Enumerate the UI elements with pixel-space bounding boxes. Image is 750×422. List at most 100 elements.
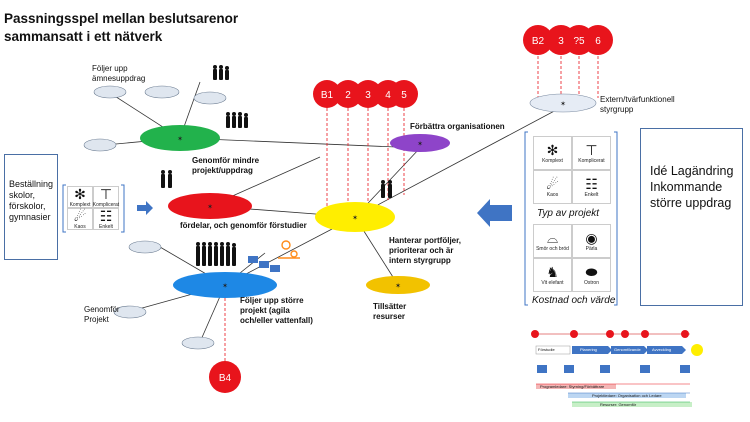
extern-styrgrupp-node [529, 93, 597, 113]
satellite-node [83, 138, 117, 152]
diagram-title: Passningsspel mellan beslutsarenor samma… [4, 11, 239, 44]
hierarchy-icon: ⊤ [585, 142, 598, 158]
bubble-label: B1 [321, 90, 334, 101]
people-group-icon [381, 180, 392, 198]
people-group-icons [161, 65, 392, 266]
order-text: Beställning skolor, förskolor, gymnasier [9, 179, 54, 222]
label-foljer-upp-amnesuppdrag: Följer upp ämnesuppdrag [92, 64, 146, 83]
purple-node [390, 134, 450, 152]
decision-bubble-b4 [209, 361, 241, 393]
node-markers: ✶✶✶ ✶✶✶ ✶ [177, 100, 566, 290]
label-genomfor-mindre: Genomför mindre projekt/uppdrag [192, 156, 260, 175]
meteor-icon: ☄ [546, 176, 559, 192]
role-bar-label: Programledare: Styrning/Förbättrare [540, 384, 605, 389]
svg-text:✶: ✶ [352, 214, 358, 222]
connector-line [179, 137, 421, 149]
svg-text:✶: ✶ [177, 135, 183, 143]
bubble-label: B4 [219, 373, 232, 384]
bracket-marks [62, 131, 618, 306]
svg-text:✶: ✶ [417, 140, 423, 148]
label-extern-styrgrupp: Extern/tvärfunktionell styrgrupp [600, 95, 675, 114]
complex-cell: ✻Komplext [533, 136, 572, 170]
satellite-node [144, 85, 180, 99]
cloche-icon: ⌓ [546, 230, 559, 246]
complex-cell: ✻Komplext [67, 186, 93, 208]
cell-label: Smör och bröd [536, 246, 569, 252]
oyster-icon: ⬬ [585, 264, 598, 280]
bubble-label: 2 [345, 90, 351, 101]
people-group-icon [196, 242, 236, 266]
pearl-cell: ◉Pärla [572, 224, 611, 258]
satellite-node [128, 240, 162, 254]
oyster-cell: ⬬Ostron [572, 258, 611, 292]
decision-bubbles-center: B1 2 3 4 5 [313, 80, 418, 108]
complicated-cell: ⊤Komplicerat [93, 186, 119, 208]
cell-label: Vit elefant [541, 280, 564, 286]
typ-av-projekt-heading: Typ av projekt [537, 208, 600, 219]
cell-label: Kaos [74, 224, 86, 230]
label-fordelar: fördelar, och genomför förstudier [180, 221, 307, 230]
bubble-label: ?5 [573, 36, 585, 47]
complicated-cell: ⊤Komplicerat [572, 136, 611, 170]
chaos-cell: ☄Kaos [533, 170, 572, 204]
chaos-cell: ☄Kaos [67, 208, 93, 230]
bubble-label: 3 [558, 36, 564, 47]
checklist-icon: ☷ [99, 208, 113, 224]
label-foljer-upp-storre: Följer upp större projekt (agila och/ell… [240, 296, 313, 325]
people-group-icon [213, 65, 229, 80]
incoming-text: Idé Lagändring Inkommande större uppdrag [650, 164, 734, 210]
role-bar-label: Resurser: Genomför [600, 402, 637, 407]
network-icon: ✻ [546, 142, 559, 158]
white-elephant-cell: ♞Vit elefant [533, 258, 572, 292]
satellite-node [113, 305, 147, 319]
yellow-node [315, 202, 395, 232]
cell-label: Komplext [69, 202, 91, 208]
arrow-left-icon [477, 199, 512, 227]
elephant-icon: ♞ [546, 264, 559, 280]
svg-text:✶: ✶ [395, 282, 401, 290]
simple-cell: ☷Enkelt [93, 208, 119, 230]
cell-label: Komplext [542, 158, 563, 164]
connector-line [354, 107, 561, 218]
satellite-node [193, 91, 227, 105]
meteor-icon: ☄ [73, 208, 87, 224]
simple-cell: ☷Enkelt [572, 170, 611, 204]
mini-timeline [531, 330, 703, 407]
people-group-icon [226, 112, 248, 128]
cost-value-grid: ⌓Smör och bröd ◉Pärla ♞Vit elefant ⬬Ostr… [533, 224, 611, 292]
cell-label: Kaos [546, 192, 559, 198]
network-icon: ✻ [74, 186, 86, 202]
green-node [140, 125, 220, 151]
satellite-node [93, 85, 127, 99]
blue-node [173, 272, 277, 298]
gold-node [366, 276, 430, 294]
bread-butter-cell: ⌓Smör och bröd [533, 224, 572, 258]
phase-label: Avveckling [652, 347, 672, 352]
satellite-node [181, 336, 215, 350]
process-chain-icon [248, 240, 300, 272]
cell-label: Ostron [583, 280, 599, 286]
bubble-label: 3 [365, 90, 371, 101]
label-tillsatter: Tillsätter resurser [373, 302, 407, 321]
bubble-label: 4 [385, 90, 391, 101]
type-icon-grid: ✻Komplext ⊤Komplicerat ☄Kaos ☷Enkelt [67, 186, 119, 230]
phase-label: Planering [580, 347, 597, 352]
satellite-nodes [83, 85, 597, 350]
svg-text:✶: ✶ [222, 282, 228, 290]
phase-label: Förstudie [538, 347, 555, 352]
order-box: Beställning skolor, förskolor, gymnasier [4, 154, 58, 260]
label-hanterar: Hanterar portföljer, prioriterar och är … [389, 236, 462, 265]
svg-text:✶: ✶ [560, 100, 566, 108]
checklist-icon: ☷ [585, 176, 598, 192]
bubble-label: B2 [532, 36, 545, 47]
decision-bubbles-top-right: B2 3 ?5 6 [523, 25, 613, 55]
label-forbattra: Förbättra organisationen [410, 122, 505, 131]
dashed-links [224, 56, 599, 362]
people-group-icon [161, 170, 172, 188]
arrow-right-icon [137, 201, 153, 215]
cell-label: Enkelt [584, 192, 599, 198]
bubble-label: 6 [595, 36, 601, 47]
hierarchy-icon: ⊤ [99, 186, 113, 202]
